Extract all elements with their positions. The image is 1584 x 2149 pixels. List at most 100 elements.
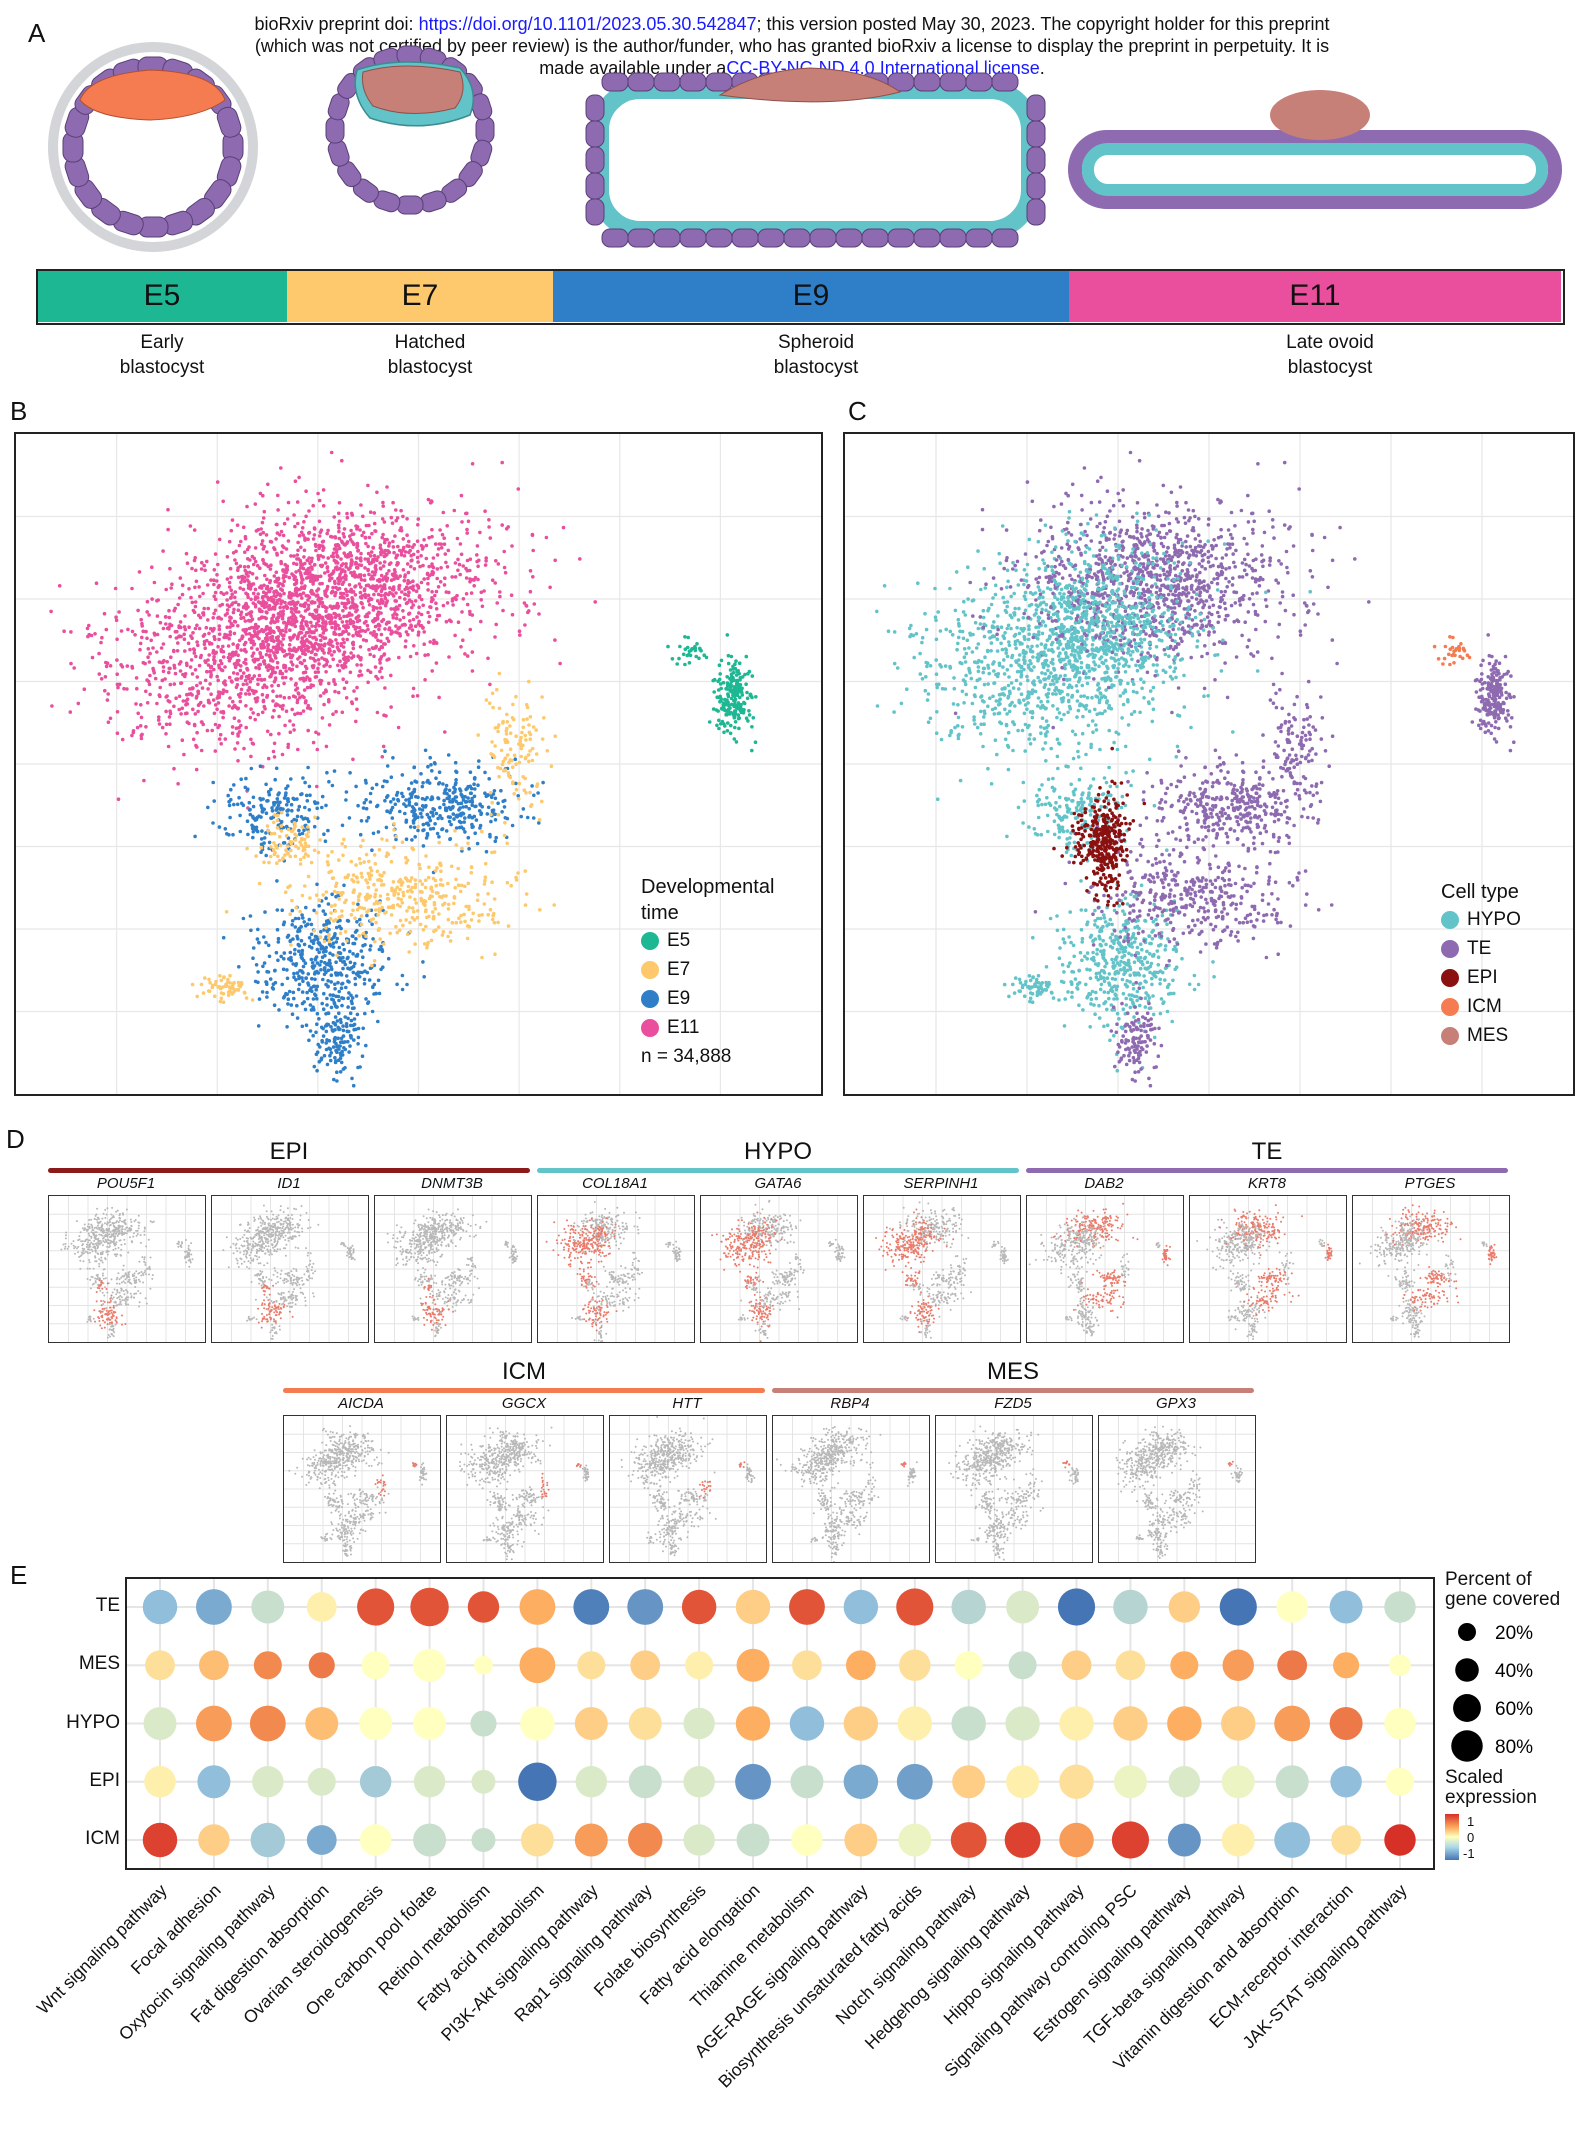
spheroid-blastocyst-drawing xyxy=(586,68,1045,247)
cell-point xyxy=(299,858,303,862)
cell-point xyxy=(469,628,473,632)
cell-point xyxy=(459,920,463,924)
cell-point xyxy=(316,1050,320,1054)
cell-point xyxy=(227,637,231,641)
cell-point xyxy=(366,1002,370,1006)
cell-point xyxy=(143,662,147,666)
cell-point xyxy=(342,997,346,1001)
cell-point xyxy=(491,918,495,922)
cell-point xyxy=(416,829,420,833)
cell-point xyxy=(273,680,277,684)
cell-point xyxy=(259,815,263,819)
cell-point xyxy=(267,757,271,761)
cell-point xyxy=(228,540,232,544)
cell-point xyxy=(442,799,446,803)
cell-point xyxy=(228,990,232,994)
cell-point xyxy=(319,615,323,619)
cell-point xyxy=(735,740,739,744)
cell-point xyxy=(236,741,240,745)
cell-point xyxy=(261,810,265,814)
cell-point xyxy=(528,791,532,795)
cell-point xyxy=(452,817,456,821)
cell-point xyxy=(449,931,453,935)
cell-point xyxy=(411,545,415,549)
cell-point xyxy=(275,879,279,883)
cell-point xyxy=(379,553,383,557)
cell-point xyxy=(248,686,252,690)
cell-point xyxy=(316,748,320,752)
cell-point xyxy=(228,696,232,700)
cell-point xyxy=(494,818,498,822)
cell-point xyxy=(935,686,939,690)
cell-point xyxy=(332,1045,336,1049)
cell-point xyxy=(313,526,317,530)
cell-point xyxy=(340,564,344,568)
cell-point xyxy=(1004,738,1008,742)
cell-point xyxy=(494,836,498,840)
cell-point xyxy=(283,951,287,955)
cell-point xyxy=(288,648,292,652)
cell-point xyxy=(251,555,255,559)
cell-point xyxy=(323,590,327,594)
cell-point xyxy=(383,583,387,587)
cell-point xyxy=(155,599,159,603)
cell-point xyxy=(256,592,260,596)
trophectoderm-cell xyxy=(397,196,423,214)
cell-point xyxy=(476,842,480,846)
cell-point xyxy=(77,702,81,706)
cell-point xyxy=(304,489,308,493)
cell-point xyxy=(493,952,497,956)
cell-point xyxy=(258,630,262,634)
cell-point xyxy=(728,689,732,693)
cell-point xyxy=(265,533,269,537)
cell-point xyxy=(452,812,456,816)
cell-point xyxy=(417,585,421,589)
cell-point xyxy=(398,888,402,892)
cell-point xyxy=(435,641,439,645)
cell-point xyxy=(286,745,290,749)
cell-point xyxy=(338,946,342,950)
cell-point xyxy=(360,819,364,823)
cell-point xyxy=(254,818,258,822)
cell-point xyxy=(467,847,471,851)
cell-point xyxy=(382,577,386,581)
cell-point xyxy=(381,755,385,759)
cell-point xyxy=(358,669,362,673)
cell-point xyxy=(193,651,197,655)
timeline-border xyxy=(36,269,1565,325)
cell-point xyxy=(258,882,262,886)
cell-point xyxy=(405,837,409,841)
cell-point xyxy=(273,742,277,746)
cell-point xyxy=(247,565,251,569)
cell-point xyxy=(338,575,342,579)
cell-point xyxy=(453,788,457,792)
cell-point xyxy=(116,683,120,687)
cell-point xyxy=(181,738,185,742)
cell-point xyxy=(546,749,550,753)
cell-point xyxy=(213,662,217,666)
cell-point xyxy=(307,531,311,535)
cell-point xyxy=(334,591,338,595)
cell-point xyxy=(335,1079,339,1083)
cell-point xyxy=(426,653,430,657)
cell-point xyxy=(256,678,260,682)
cell-point xyxy=(480,956,484,960)
cell-point xyxy=(256,981,260,985)
cell-point xyxy=(434,776,438,780)
cell-point xyxy=(360,534,364,538)
cell-point xyxy=(345,590,349,594)
cell-point xyxy=(435,866,439,870)
cell-point xyxy=(229,798,233,802)
cell-point xyxy=(976,549,980,553)
cell-point xyxy=(295,1004,299,1008)
cell-point xyxy=(345,512,349,516)
cell-point xyxy=(343,605,347,609)
cell-point xyxy=(323,973,327,977)
cell-point xyxy=(285,968,289,972)
cell-point xyxy=(99,641,103,645)
cell-point xyxy=(483,879,487,883)
cell-point xyxy=(341,1024,345,1028)
cell-point xyxy=(425,946,429,950)
cell-point xyxy=(334,622,338,626)
cell-point xyxy=(325,890,329,894)
